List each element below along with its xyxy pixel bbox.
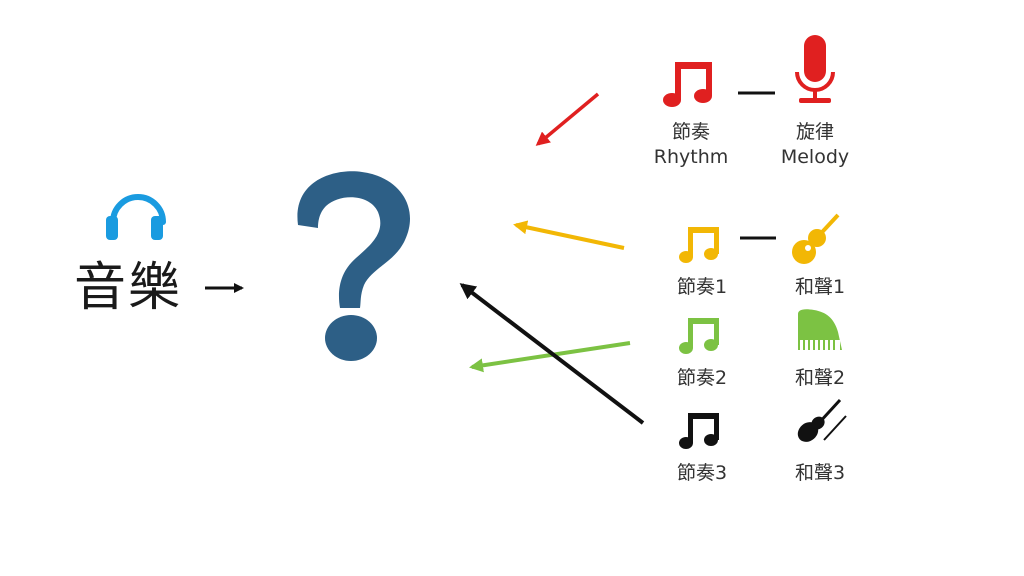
yellow-arrow: [513, 220, 625, 250]
harmony3-label: 和聲3: [794, 462, 846, 484]
music-note-icon: [679, 318, 719, 354]
music-note-icon: [663, 62, 712, 107]
question-mark-icon: [297, 171, 411, 361]
harmony1-label: 和聲1: [794, 276, 846, 298]
rhythm-label-en: Rhythm: [653, 146, 729, 168]
rhythm1-label: 節奏1: [676, 276, 728, 298]
melody-label: 旋律 Melody: [770, 120, 860, 170]
microphone-icon: [795, 35, 835, 103]
melody-label-en: Melody: [780, 146, 850, 168]
red-arrow: [535, 92, 600, 146]
rhythm-label-zh: 節奏: [671, 121, 710, 143]
music-note-icon: [679, 413, 719, 449]
headphones-icon: [106, 194, 166, 240]
melody-label-zh: 旋律: [795, 121, 834, 143]
violin-icon: [797, 398, 847, 442]
music-note-icon: [679, 227, 719, 263]
black-arrow: [459, 283, 645, 425]
rhythm3-label: 節奏3: [676, 462, 728, 484]
harmony2-label: 和聲2: [794, 367, 846, 389]
rhythm2-label: 節奏2: [676, 367, 728, 389]
piano-icon: [798, 309, 842, 350]
rhythm-label: 節奏 Rhythm: [646, 120, 736, 170]
music-label: 音樂: [74, 258, 183, 318]
guitar-icon: [792, 213, 840, 264]
